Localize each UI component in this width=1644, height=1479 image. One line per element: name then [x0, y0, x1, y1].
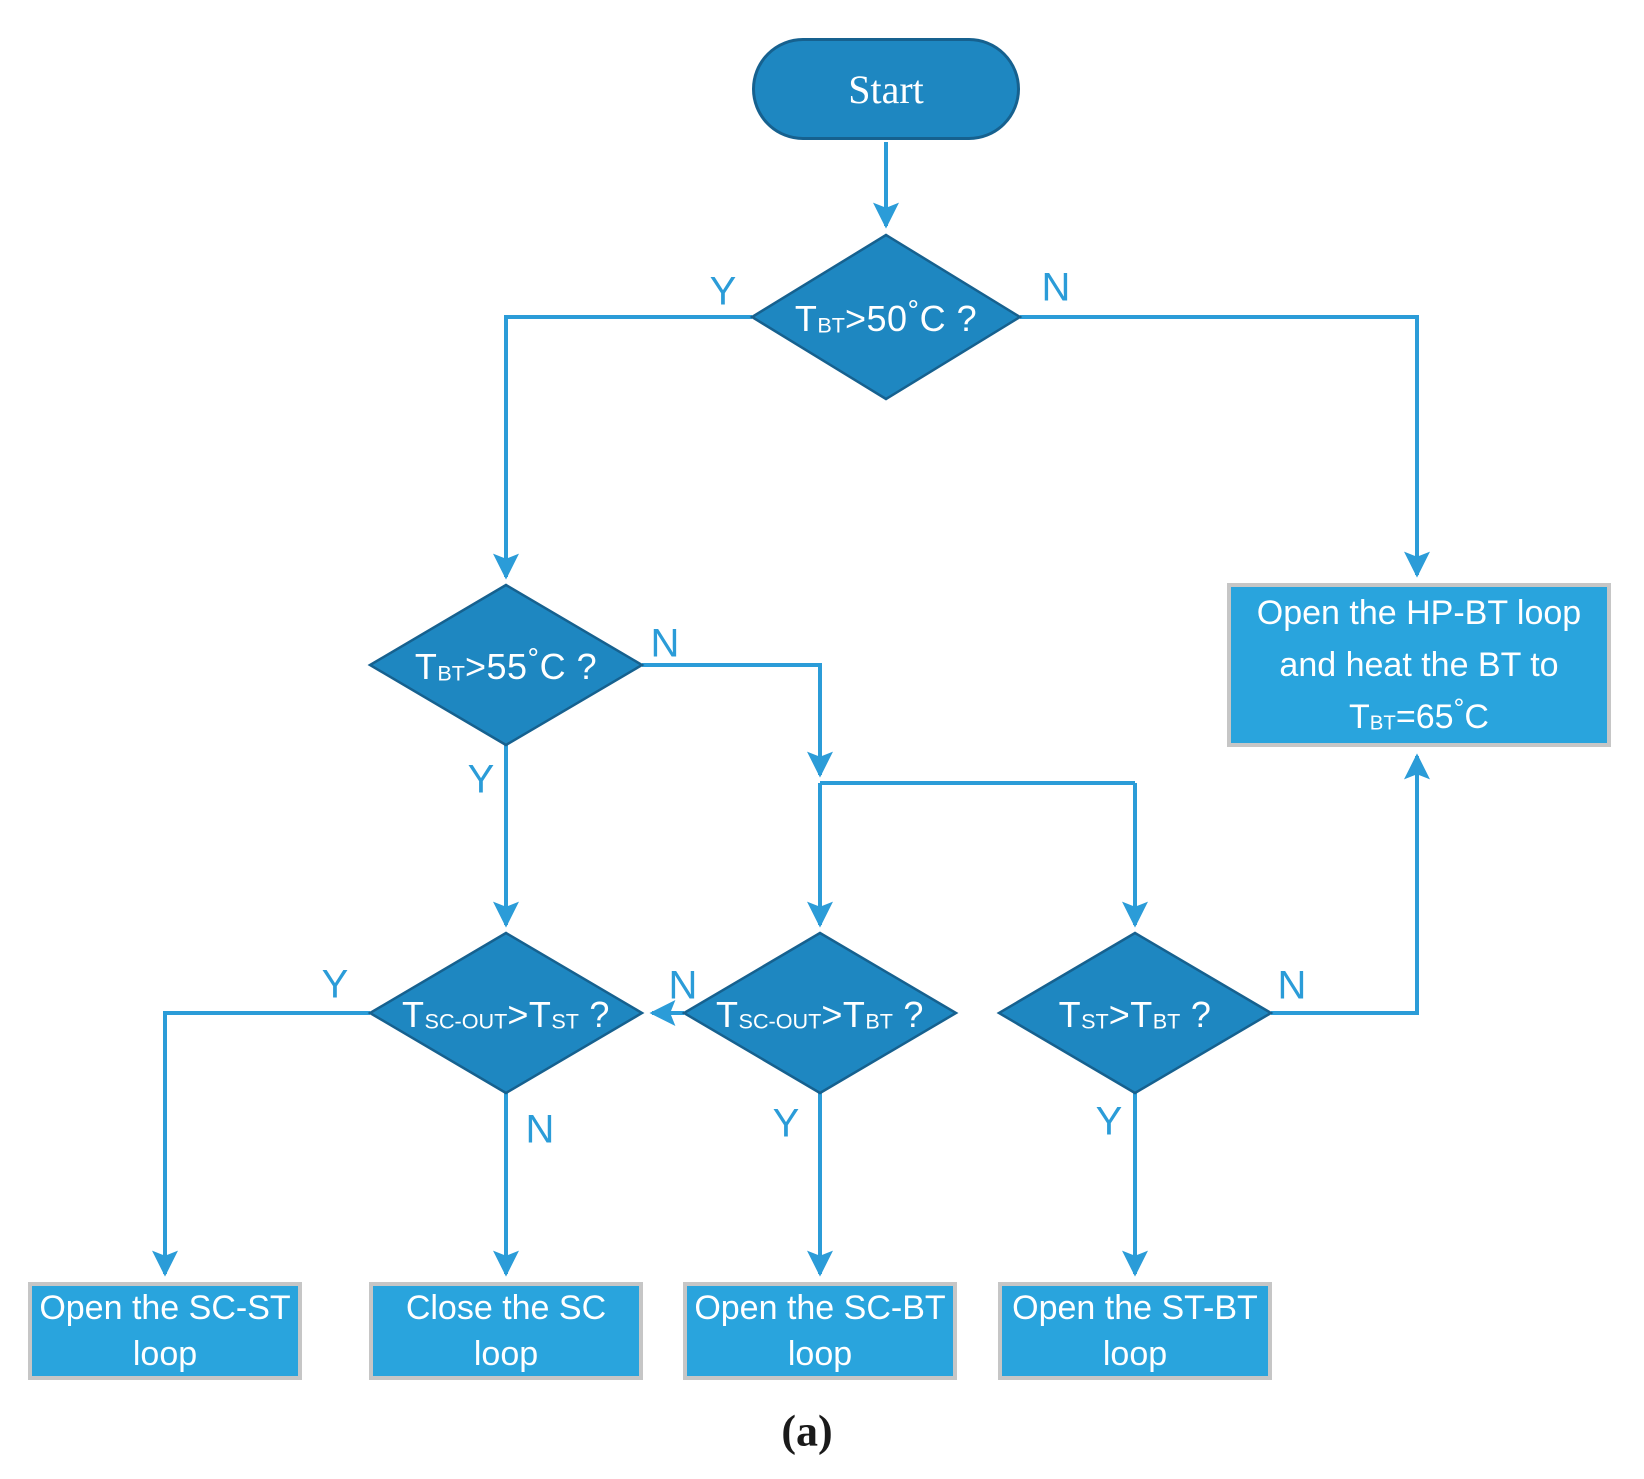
decision-tscout-tbt-shape: [681, 931, 959, 1095]
start-label: Start: [848, 66, 924, 112]
label-part: C: [1464, 698, 1489, 736]
label-part: >T: [1108, 994, 1153, 1035]
label-part: T: [794, 298, 818, 339]
label-part: >T: [821, 994, 866, 1035]
process-line: Open the HP-BT loop: [1256, 594, 1582, 632]
decision-tbt50-label: TBT>50°C ?: [794, 295, 978, 340]
label-part: BT: [437, 660, 465, 686]
edge-d5-no-to-hpbt-box: [1271, 753, 1430, 1015]
label-part: BT: [865, 1008, 893, 1034]
process-line: Open the SC-BT: [694, 1289, 946, 1327]
label-part: ?: [578, 994, 610, 1035]
label-part: =65: [1395, 698, 1454, 736]
label-part: T: [402, 994, 425, 1035]
decision-tscout-tst-label: TSC-OUT>TST ?: [402, 994, 610, 1036]
label-part: >50: [844, 298, 908, 339]
figure-caption: (a): [781, 1406, 833, 1456]
start-node: Start: [752, 38, 1020, 140]
branch-label-d3-no: N: [525, 1107, 555, 1152]
process-open-hpbt-loop: Open the HP-BT loop and heat the BT to T…: [1227, 583, 1611, 747]
label-part: C ?: [539, 646, 598, 687]
process-line: and heat the BT to: [1279, 646, 1559, 684]
label-part: T: [716, 994, 739, 1035]
process-open-scst-loop: Open the SC-ST loop: [28, 1282, 302, 1380]
decision-tbt50-shape: [749, 233, 1023, 401]
branch-label-d5-yes: Y: [1095, 1099, 1123, 1144]
edge-d2-no-to-junction: [642, 663, 833, 778]
label-part: >55: [464, 646, 528, 687]
decision-tst-tbt-label: TST>TBT ?: [1059, 994, 1212, 1036]
branch-label-d3-yes: Y: [321, 962, 349, 1007]
process-open-scbt-loop: Open the SC-BT loop: [683, 1282, 957, 1380]
process-line: loop: [1102, 1335, 1168, 1373]
edge-d1-yes-to-d2: [493, 315, 752, 580]
label-part: >T: [507, 994, 552, 1035]
label-part: °: [907, 295, 920, 328]
label-part: SC-OUT: [738, 1008, 822, 1034]
decision-tbt55-shape: [367, 583, 645, 747]
branch-label-d2-no: N: [650, 621, 680, 666]
edge-d3-yes-to-scst-box: [152, 1011, 370, 1277]
label-part: BT: [1369, 712, 1396, 735]
decision-tscout-tst-shape: [367, 931, 645, 1095]
label-part: °: [1453, 692, 1465, 724]
label-part: T: [414, 646, 438, 687]
label-part: T: [1058, 994, 1082, 1035]
label-part: ?: [1180, 994, 1212, 1035]
label-part: C ?: [919, 298, 978, 339]
label-part: BT: [1152, 1008, 1181, 1034]
decision-tscout-tbt-label: TSC-OUT>TBT ?: [716, 994, 924, 1036]
branch-label-d5-no: N: [1277, 963, 1307, 1008]
label-part: ST: [1081, 1008, 1109, 1034]
decision-tst-tbt-shape: [996, 931, 1274, 1095]
process-line: loop: [132, 1335, 198, 1373]
process-line: loop: [473, 1335, 539, 1373]
process-open-stbt-loop: Open the ST-BT loop: [998, 1282, 1272, 1380]
branch-label-d1-no: N: [1041, 265, 1071, 310]
label-part: BT: [817, 312, 845, 338]
decision-tbt55-label: TBT>55°C ?: [414, 643, 598, 688]
branch-label-d4-no: N: [668, 963, 698, 1008]
label-part: SC-OUT: [424, 1008, 508, 1034]
process-line: Open the SC-ST: [39, 1289, 291, 1327]
process-line: loop: [787, 1335, 853, 1373]
branch-label-d2-yes: Y: [467, 757, 495, 802]
edge-d1-no-to-hpbt-box: [1020, 315, 1430, 578]
process-close-sc-loop: Close the SC loop: [369, 1282, 643, 1380]
branch-label-d4-yes: Y: [772, 1101, 800, 1146]
branch-label-d1-yes: Y: [709, 269, 737, 314]
process-line: Close the SC: [405, 1289, 607, 1327]
process-line: Open the ST-BT: [1012, 1289, 1258, 1327]
label-part: ?: [892, 994, 924, 1035]
label-part: ST: [551, 1008, 579, 1034]
process-line: TBT=65°C: [1349, 691, 1489, 743]
label-part: T: [1349, 698, 1370, 736]
label-part: °: [527, 643, 540, 676]
